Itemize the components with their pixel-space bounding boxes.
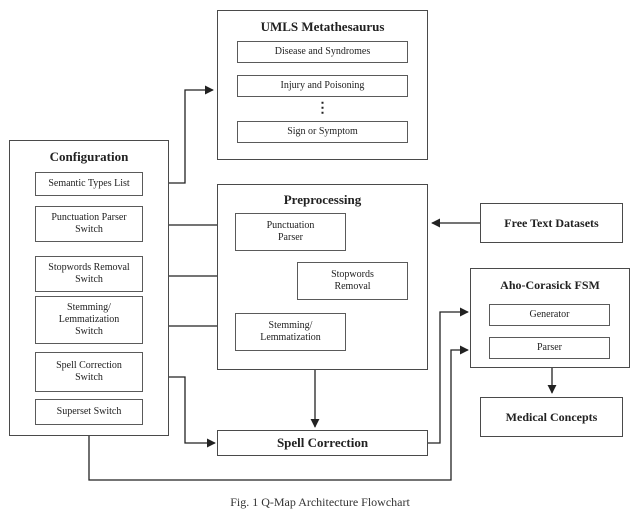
figure-caption: Fig. 1 Q-Map Architecture Flowchart (230, 495, 410, 509)
config-semantic-types-list: Semantic Types List (35, 172, 143, 196)
umls-item-label: Sign or Symptom (287, 126, 358, 137)
config-punctuation-switch: Punctuation Parser Switch (35, 206, 143, 242)
arrow-spell-to-aho (428, 307, 469, 444)
aho-corasick-panel: Aho-Corasick FSM Generator Parser (470, 268, 630, 368)
config-item-label: Punctuation Parser Switch (51, 212, 127, 235)
medical-concepts-label: Medical Concepts (505, 409, 598, 424)
free-text-label: Free Text Datasets (504, 215, 599, 230)
config-spell-correction-switch: Spell Correction Switch (35, 352, 143, 392)
umls-title: UMLS Metathesaurus (260, 19, 385, 34)
config-stopwords-switch: Stopwords Removal Switch (35, 256, 143, 292)
free-text-datasets: Free Text Datasets (480, 203, 623, 243)
umls-item-label: Disease and Syndromes (274, 46, 371, 57)
umls-ellipsis: ⋮ (315, 101, 330, 116)
preprocessing-punctuation-parser: Punctuation Parser (235, 213, 346, 251)
spell-correction: Spell Correction (217, 430, 428, 456)
arrow-superset (88, 345, 469, 481)
aho-generator: Generator (489, 304, 610, 326)
umls-item-label: Injury and Poisoning (280, 80, 365, 91)
configuration-title: Configuration (49, 149, 129, 164)
config-item-label: Stopwords Removal Switch (48, 262, 130, 285)
umls-item-sign: Sign or Symptom (237, 121, 408, 143)
config-superset-switch: Superset Switch (35, 399, 143, 425)
preprocessing-item-label: Punctuation Parser (266, 220, 315, 243)
aho-item-label: Generator (529, 309, 570, 320)
aho-parser: Parser (489, 337, 610, 359)
umls-item-injury: Injury and Poisoning (237, 75, 408, 97)
umls-item-disease: Disease and Syndromes (237, 41, 408, 63)
umls-panel: UMLS Metathesaurus Disease and Syndromes… (217, 10, 428, 160)
preprocessing-item-label: Stopwords Removal (331, 269, 374, 292)
aho-title: Aho-Corasick FSM (500, 278, 600, 292)
preprocessing-stopwords-removal: Stopwords Removal (297, 262, 408, 300)
config-item-label: Spell Correction Switch (56, 360, 122, 383)
config-stemming-switch: Stemming/ Lemmatization Switch (35, 296, 143, 344)
aho-item-label: Parser (537, 342, 562, 353)
config-item-label: Stemming/ Lemmatization Switch (58, 302, 120, 337)
config-item-label: Superset Switch (56, 406, 122, 417)
config-item-label: Semantic Types List (48, 178, 130, 189)
preprocessing-item-label: Stemming/ Lemmatization (260, 320, 321, 343)
preprocessing-title: Preprocessing (283, 192, 362, 207)
spell-correction-label: Spell Correction (276, 434, 369, 450)
preprocessing-stemming: Stemming/ Lemmatization (235, 313, 346, 351)
medical-concepts: Medical Concepts (480, 397, 623, 437)
